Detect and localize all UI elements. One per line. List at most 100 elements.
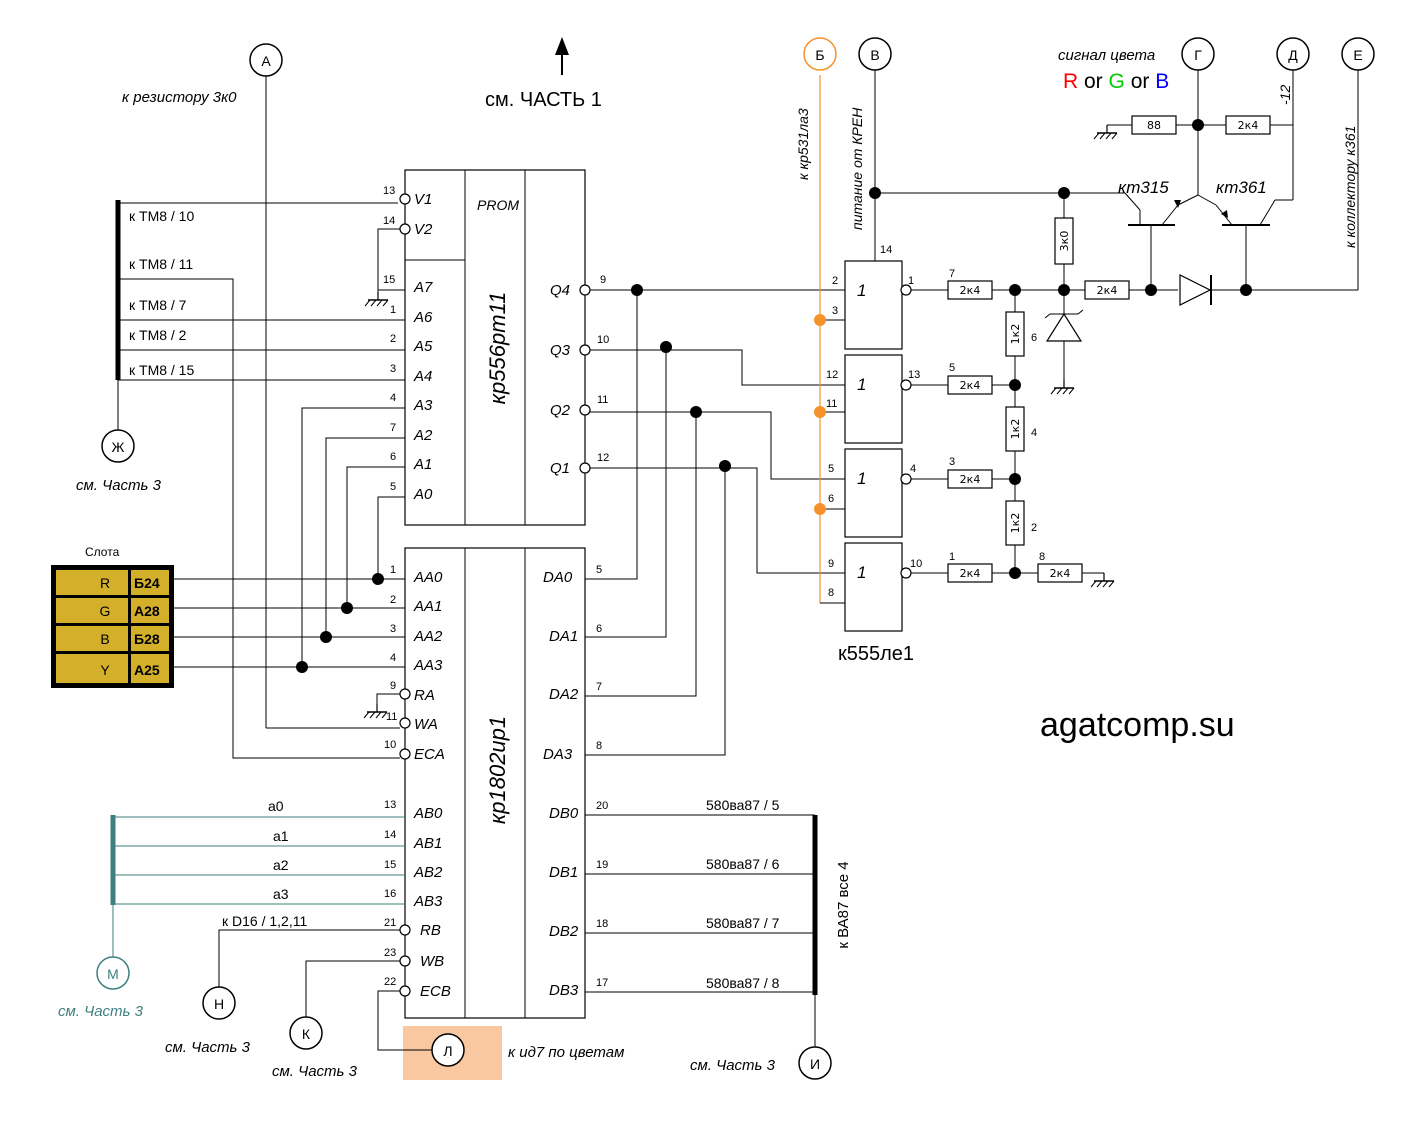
svg-text:11: 11 bbox=[597, 394, 608, 406]
pin14: 14 bbox=[880, 244, 892, 256]
svg-text:ECA: ECA bbox=[414, 746, 445, 763]
connector-i: И bbox=[798, 1046, 832, 1080]
gates-name: к555ле1 bbox=[838, 643, 914, 665]
tm8-label: к ТМ8 / 7 bbox=[129, 297, 187, 313]
svg-text:6: 6 bbox=[1031, 332, 1037, 344]
svg-text:R: R bbox=[100, 575, 110, 591]
svg-text:5: 5 bbox=[596, 564, 602, 576]
site-label: agatcomp.su bbox=[1040, 706, 1235, 744]
svg-text:15: 15 bbox=[383, 274, 395, 286]
color-rgb-label: R or G or B bbox=[1063, 70, 1169, 93]
svg-text:19: 19 bbox=[596, 859, 608, 871]
svg-text:23: 23 bbox=[384, 947, 396, 959]
svg-text:1: 1 bbox=[908, 275, 914, 287]
svg-text:WA: WA bbox=[414, 716, 438, 733]
resistor-r2: 1к2 2 bbox=[1005, 500, 1037, 546]
prom-pins-in: 13 V1 14 V2 15 A7 1 A6 2 A5 3 A4 4 A3 7 … bbox=[383, 185, 433, 503]
svg-text:12: 12 bbox=[826, 369, 838, 381]
svg-text:A6: A6 bbox=[413, 309, 433, 326]
svg-text:AB0: AB0 bbox=[413, 805, 443, 822]
svg-text:Г: Г bbox=[1194, 47, 1202, 63]
svg-text:А25: А25 bbox=[134, 662, 160, 678]
svg-text:2: 2 bbox=[390, 594, 396, 606]
prom-chip: PROM кр556рт11 bbox=[404, 169, 586, 526]
svg-text:9: 9 bbox=[600, 274, 606, 286]
svg-text:RA: RA bbox=[414, 687, 435, 704]
svg-text:1: 1 bbox=[857, 563, 866, 582]
connector-g: Г bbox=[1181, 37, 1215, 71]
svg-text:8: 8 bbox=[1039, 551, 1045, 563]
resistor-r6: 1к2 6 bbox=[1005, 311, 1037, 357]
svg-text:М: М bbox=[107, 966, 119, 982]
svg-text:DA1: DA1 bbox=[549, 628, 578, 645]
a-bus-label: a2 bbox=[273, 857, 289, 873]
connector-k: К bbox=[289, 1016, 323, 1050]
svg-text:2к4: 2к4 bbox=[960, 284, 981, 297]
svg-text:2к4: 2к4 bbox=[960, 567, 981, 580]
zener-diode-icon bbox=[1044, 309, 1084, 342]
prom-pins-out: Q4 9 Q3 10 Q2 11 Q1 12 bbox=[550, 274, 609, 477]
svg-text:5: 5 bbox=[949, 362, 955, 374]
svg-text:17: 17 bbox=[596, 977, 608, 989]
db-target: 580ва87 / 8 bbox=[706, 975, 780, 991]
n-see-part3: см. Часть 3 bbox=[165, 1039, 251, 1056]
svg-text:1к2: 1к2 bbox=[1009, 513, 1022, 534]
svg-text:4: 4 bbox=[390, 652, 396, 664]
svg-text:2к4: 2к4 bbox=[1097, 284, 1118, 297]
connector-a: А bbox=[249, 43, 283, 728]
resistor-3k0: 3к0 bbox=[1054, 217, 1074, 265]
svg-text:DB3: DB3 bbox=[549, 982, 579, 999]
svg-text:Л: Л bbox=[443, 1043, 452, 1059]
svg-text:1к2: 1к2 bbox=[1009, 419, 1022, 440]
svg-text:WB: WB bbox=[420, 953, 444, 970]
svg-text:4: 4 bbox=[1031, 427, 1037, 439]
svg-text:DA2: DA2 bbox=[549, 686, 579, 703]
svg-text:AB1: AB1 bbox=[413, 835, 442, 852]
svg-text:DB2: DB2 bbox=[549, 923, 579, 940]
connector-b: Б bbox=[803, 37, 837, 71]
svg-text:6: 6 bbox=[828, 493, 834, 505]
svg-text:AA1: AA1 bbox=[413, 598, 442, 615]
nor-gate-2: 1 12 11 13 bbox=[826, 354, 920, 444]
svg-text:13: 13 bbox=[908, 369, 920, 381]
nor-gate-1: 1 2 3 1 bbox=[832, 260, 914, 350]
connector-m: М bbox=[96, 956, 130, 990]
svg-text:1: 1 bbox=[390, 564, 396, 576]
svg-text:2к4: 2к4 bbox=[960, 473, 981, 486]
svg-text:А: А bbox=[261, 53, 271, 69]
svg-text:16: 16 bbox=[384, 888, 396, 900]
svg-text:Ж: Ж bbox=[112, 439, 125, 455]
svg-text:Q3: Q3 bbox=[550, 342, 571, 359]
resistor-base: 2к4 bbox=[1084, 280, 1130, 300]
resistor-top: 2к4 bbox=[1225, 115, 1271, 135]
connector-l: Л bbox=[431, 1033, 465, 1067]
svg-text:2к4: 2к4 bbox=[1238, 119, 1259, 132]
svg-text:Y: Y bbox=[100, 662, 110, 678]
svg-text:Б: Б bbox=[815, 47, 824, 63]
svg-text:3: 3 bbox=[390, 363, 396, 375]
svg-text:4: 4 bbox=[390, 392, 396, 404]
a-bus-label: a1 bbox=[273, 828, 289, 844]
d16-label: к D16 / 1,2,11 bbox=[222, 913, 307, 929]
svg-text:Н: Н bbox=[214, 996, 224, 1012]
svg-text:A0: A0 bbox=[413, 486, 433, 503]
resistor-r4: 1к2 4 bbox=[1005, 406, 1037, 452]
svg-text:B: B bbox=[100, 631, 109, 647]
svg-text:Д: Д bbox=[1288, 47, 1298, 63]
db-target: 580ва87 / 6 bbox=[706, 856, 780, 872]
svg-text:A7: A7 bbox=[413, 279, 433, 296]
tm8-label: к ТМ8 / 10 bbox=[129, 208, 194, 224]
svg-text:AA0: AA0 bbox=[413, 569, 443, 586]
svg-text:2: 2 bbox=[832, 275, 838, 287]
svg-text:13: 13 bbox=[383, 185, 395, 197]
svg-text:1: 1 bbox=[949, 551, 955, 563]
slot-block: R Б24 G А28 B Б28 Y А25 bbox=[51, 565, 174, 688]
svg-text:A4: A4 bbox=[413, 368, 432, 385]
prom-tag: PROM bbox=[477, 197, 519, 213]
svg-text:5: 5 bbox=[390, 481, 396, 493]
svg-text:2: 2 bbox=[390, 333, 396, 345]
svg-text:4: 4 bbox=[910, 463, 916, 475]
k531-label: к кр531ла3 bbox=[795, 108, 811, 180]
svg-text:21: 21 bbox=[384, 917, 396, 929]
